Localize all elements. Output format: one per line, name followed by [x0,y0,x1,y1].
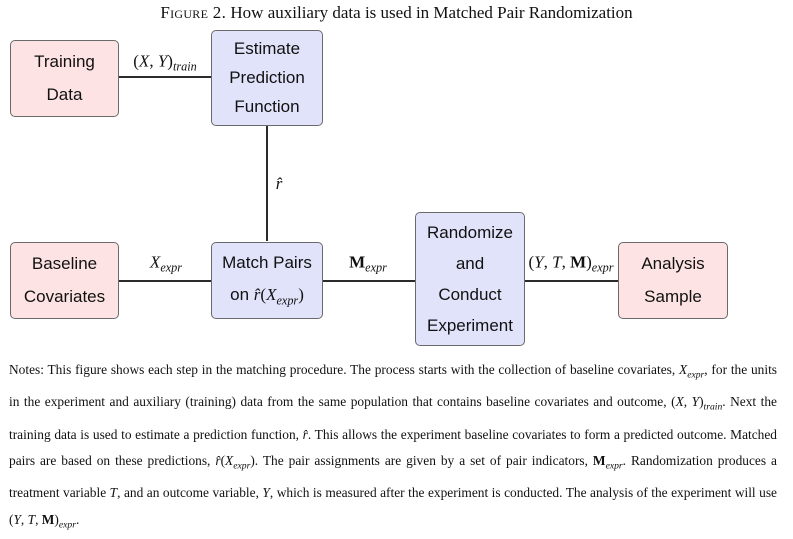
node-training-data: Training Data [10,40,119,117]
node-baseline-covariates: Baseline Covariates [10,242,119,319]
figure-notes: Notes: This figure shows each step in th… [9,362,778,531]
edge-match-randomize-line [322,280,416,282]
node-randomize-line-1: Randomize [427,222,513,242]
figure-title-text: How auxiliary data is used in Matched Pa… [230,3,633,22]
node-estimate-line-1: Estimate [233,39,301,59]
node-randomize-line-2: and [455,253,485,273]
node-analysis-line-1: Analysis [641,253,705,273]
edge-randomize-analysis-line [524,280,619,282]
node-training-data-line-1: Training [34,51,95,71]
node-analysis-sample: Analysis Sample [618,242,728,319]
node-randomize: Randomize and Conduct Experiment [415,212,525,346]
edge-baseline-match-line [118,280,212,282]
node-randomize-line-4: Experiment [427,315,513,335]
node-baseline-line-1: Baseline [31,253,98,273]
node-randomize-line-3: Conduct [438,284,502,304]
node-training-data-line-2: Data [46,85,83,105]
edge-label-match-randomize: Mexpr [349,252,387,275]
edge-label-estimate-match: r̂ [275,174,283,193]
node-estimate-line-3: Function [234,96,300,116]
edge-label-randomize-analysis: (Y, T, M)expr [528,252,614,275]
node-baseline-line-2: Covariates [23,287,106,307]
edge-estimate-match-line [266,125,268,241]
figure-label: Figure 2. [160,3,227,22]
figure-title: Figure 2. How auxiliary data is used in … [0,3,793,23]
edge-label-baseline-match: Xexpr [149,252,183,275]
node-match-pairs: Match Pairs on r̂(Xexpr) [211,242,323,319]
edge-label-train-estimate: (X, Y)train [133,51,197,74]
node-estimate-prediction: Estimate Prediction Function [211,30,323,126]
node-estimate-line-2: Prediction [229,67,305,87]
node-match-line-2: on r̂(Xexpr) [230,284,304,308]
node-match-line-1: Match Pairs [222,252,312,272]
node-analysis-line-2: Sample [644,287,702,307]
edge-train-estimate-line [118,76,212,78]
